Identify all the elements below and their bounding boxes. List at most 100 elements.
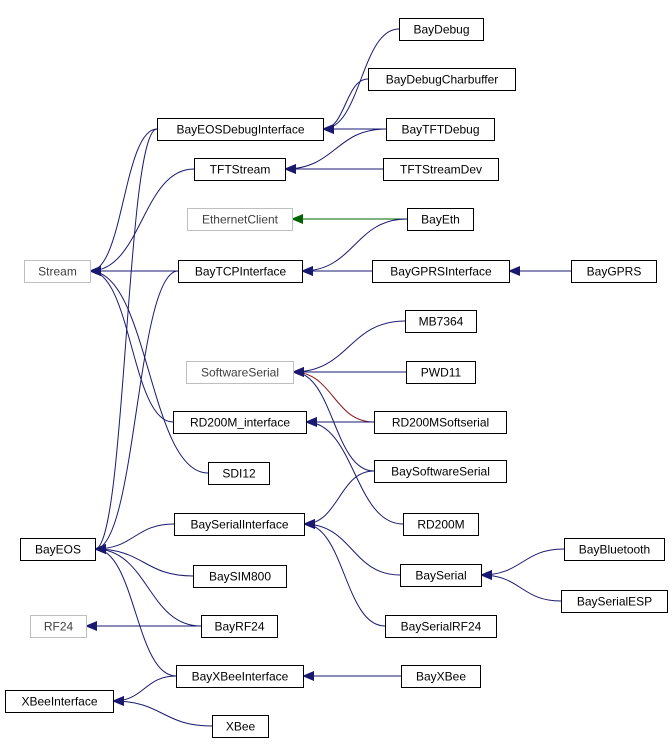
- class-node-BaySerial[interactable]: BaySerial: [400, 564, 482, 587]
- class-node-TFTStream[interactable]: TFTStream: [194, 158, 286, 181]
- class-node-label: BayEOSDebugInterface: [176, 123, 304, 137]
- edge-TFTStream-to-Stream: [89, 168, 195, 276]
- edge-RD200M_interface-to-Stream: [89, 266, 174, 423]
- class-node-box: [406, 361, 476, 384]
- class-node-RF24: RF24: [30, 615, 87, 638]
- class-node-box: [187, 208, 293, 231]
- class-node-box: [401, 665, 481, 688]
- edge-BayEth-to-BayTCPInterface: [301, 218, 408, 276]
- class-node-BaySIM800[interactable]: BaySIM800: [193, 565, 287, 588]
- class-node-SDI12[interactable]: SDI12: [208, 462, 270, 485]
- class-node-RD200MSoftserial[interactable]: RD200MSoftserial: [374, 411, 507, 434]
- class-node-RD200M_interface[interactable]: RD200M_interface: [173, 411, 307, 434]
- class-node-label: BaySerialRF24: [401, 620, 482, 634]
- class-node-label: RF24: [44, 620, 74, 634]
- class-node-box: [403, 513, 479, 536]
- class-node-label: PWD11: [421, 366, 462, 380]
- class-node-RD200M[interactable]: RD200M: [403, 513, 479, 536]
- class-node-box: [368, 68, 516, 91]
- nodes-layer: BayDebugBayDebugCharbufferBayEOSDebugInt…: [5, 18, 668, 738]
- class-node-BayTFTDebug[interactable]: BayTFTDebug: [386, 118, 495, 141]
- edge-BayTFTDebug-to-TFTStream: [284, 128, 387, 174]
- class-node-BaySerialRF24[interactable]: BaySerialRF24: [385, 615, 497, 638]
- class-node-BayEth[interactable]: BayEth: [407, 208, 474, 231]
- class-node-label: RD200M: [417, 518, 464, 532]
- class-node-label: BayEOS: [35, 543, 81, 557]
- class-node-label: BayTCPInterface: [195, 265, 287, 279]
- class-node-box: [407, 208, 474, 231]
- edge-BayXBeeInterface-to-XBeeInterface: [112, 675, 177, 706]
- class-node-label: SDI12: [222, 467, 256, 481]
- class-node-BayDebug[interactable]: BayDebug: [399, 18, 484, 41]
- class-node-label: BaySerialInterface: [190, 518, 288, 532]
- class-node-label: BaySerial: [415, 569, 466, 583]
- class-node-TFTStreamDev[interactable]: TFTStreamDev: [383, 158, 499, 181]
- class-node-BayRF24[interactable]: BayRF24: [201, 615, 278, 638]
- class-node-BayTCPInterface[interactable]: BayTCPInterface: [178, 260, 303, 283]
- class-node-label: RD200M_interface: [190, 416, 290, 430]
- class-node-box: [374, 411, 507, 434]
- class-node-label: BayEth: [421, 213, 460, 227]
- class-node-label: XBee: [226, 720, 256, 734]
- class-node-label: MB7364: [419, 315, 464, 329]
- edge-SDI12-to-Stream: [89, 266, 209, 474]
- edge-BayDebug-to-BayEOSDebugInterface: [322, 28, 400, 134]
- class-node-BayXBee[interactable]: BayXBee: [401, 665, 481, 688]
- class-node-box: [208, 462, 270, 485]
- class-node-XBeeInterface[interactable]: XBeeInterface: [5, 690, 114, 713]
- edge-BaySIM800-to-BayEOS: [94, 544, 194, 577]
- edge-BayEOSDebugInterface-to-Stream: [89, 128, 158, 276]
- class-node-BayBluetooth[interactable]: BayBluetooth: [564, 538, 665, 561]
- edge-BaySerialInterface-to-BayEOS: [94, 523, 175, 554]
- class-node-box: [374, 460, 507, 483]
- class-node-box: [178, 260, 303, 283]
- class-node-box: [174, 513, 305, 536]
- class-node-box: [561, 590, 668, 613]
- class-node-box: [173, 411, 307, 434]
- edge-RD200M-to-RD200M_interface: [305, 417, 404, 525]
- class-node-label: XBeeInterface: [21, 695, 97, 709]
- class-node-MB7364[interactable]: MB7364: [405, 310, 477, 333]
- class-node-BayGPRS[interactable]: BayGPRS: [571, 260, 657, 283]
- class-node-box: [400, 564, 482, 587]
- edge-BayEOSDebugInterface-to-BayEOS: [94, 128, 158, 554]
- class-node-box: [385, 615, 497, 638]
- class-node-label: TFTStream: [210, 163, 271, 177]
- class-node-box: [201, 615, 278, 638]
- edge-XBee-to-XBeeInterface: [112, 696, 213, 727]
- edge-BaySoftwareSerial-to-BaySerialInterface: [303, 470, 375, 529]
- class-node-BaySerialInterface[interactable]: BaySerialInterface: [174, 513, 305, 536]
- class-node-BayGPRSInterface[interactable]: BayGPRSInterface: [372, 260, 510, 283]
- class-node-BayEOS[interactable]: BayEOS: [20, 538, 96, 561]
- class-node-EthernetClient: EthernetClient: [187, 208, 293, 231]
- class-node-label: BayDebug: [413, 23, 469, 37]
- class-node-PWD11[interactable]: PWD11: [406, 361, 476, 384]
- edge-BaySerialESP-to-BaySerial: [480, 570, 562, 602]
- edge-BayBluetooth-to-BaySerial: [480, 548, 565, 580]
- class-node-box: [176, 665, 304, 688]
- edge-BayXBeeInterface-to-BayEOS: [94, 544, 177, 677]
- class-node-BayDebugCharbuffer[interactable]: BayDebugCharbuffer: [368, 68, 516, 91]
- class-node-box: [399, 18, 484, 41]
- class-node-BaySerialESP[interactable]: BaySerialESP: [561, 590, 668, 613]
- class-node-box: [193, 565, 287, 588]
- class-node-box: [564, 538, 665, 561]
- class-node-label: BaySoftwareSerial: [391, 465, 490, 479]
- class-node-label: EthernetClient: [202, 213, 279, 227]
- edge-RD200MSoftserial-to-SoftwareSerial: [292, 367, 375, 423]
- class-node-BayEOSDebugInterface[interactable]: BayEOSDebugInterface: [157, 118, 324, 141]
- class-node-BayXBeeInterface[interactable]: BayXBeeInterface: [176, 665, 304, 688]
- class-node-box: [383, 158, 499, 181]
- class-node-BaySoftwareSerial[interactable]: BaySoftwareSerial: [374, 460, 507, 483]
- edge-MB7364-to-SoftwareSerial: [292, 320, 406, 377]
- class-node-box: [212, 715, 269, 738]
- class-node-XBee[interactable]: XBee: [212, 715, 269, 738]
- class-node-box: [194, 158, 286, 181]
- edge-BaySerial-to-BaySerialInterface: [303, 519, 401, 576]
- class-node-box: [372, 260, 510, 283]
- edge-BayRF24-to-BayEOS: [94, 544, 202, 627]
- class-node-label: BayTFTDebug: [401, 123, 479, 137]
- class-node-label: BayXBeeInterface: [192, 670, 289, 684]
- class-node-box: [405, 310, 477, 333]
